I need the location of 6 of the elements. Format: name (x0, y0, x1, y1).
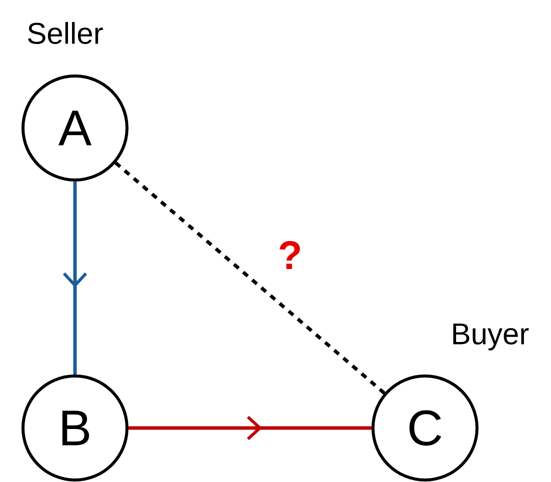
edge-label: ? (280, 241, 300, 269)
circle-node: B (22, 374, 128, 482)
circle-node: C (372, 374, 478, 482)
circle-node: A (22, 74, 128, 182)
node-caption: Buyer (453, 324, 529, 350)
node-caption: Seller (28, 22, 103, 44)
